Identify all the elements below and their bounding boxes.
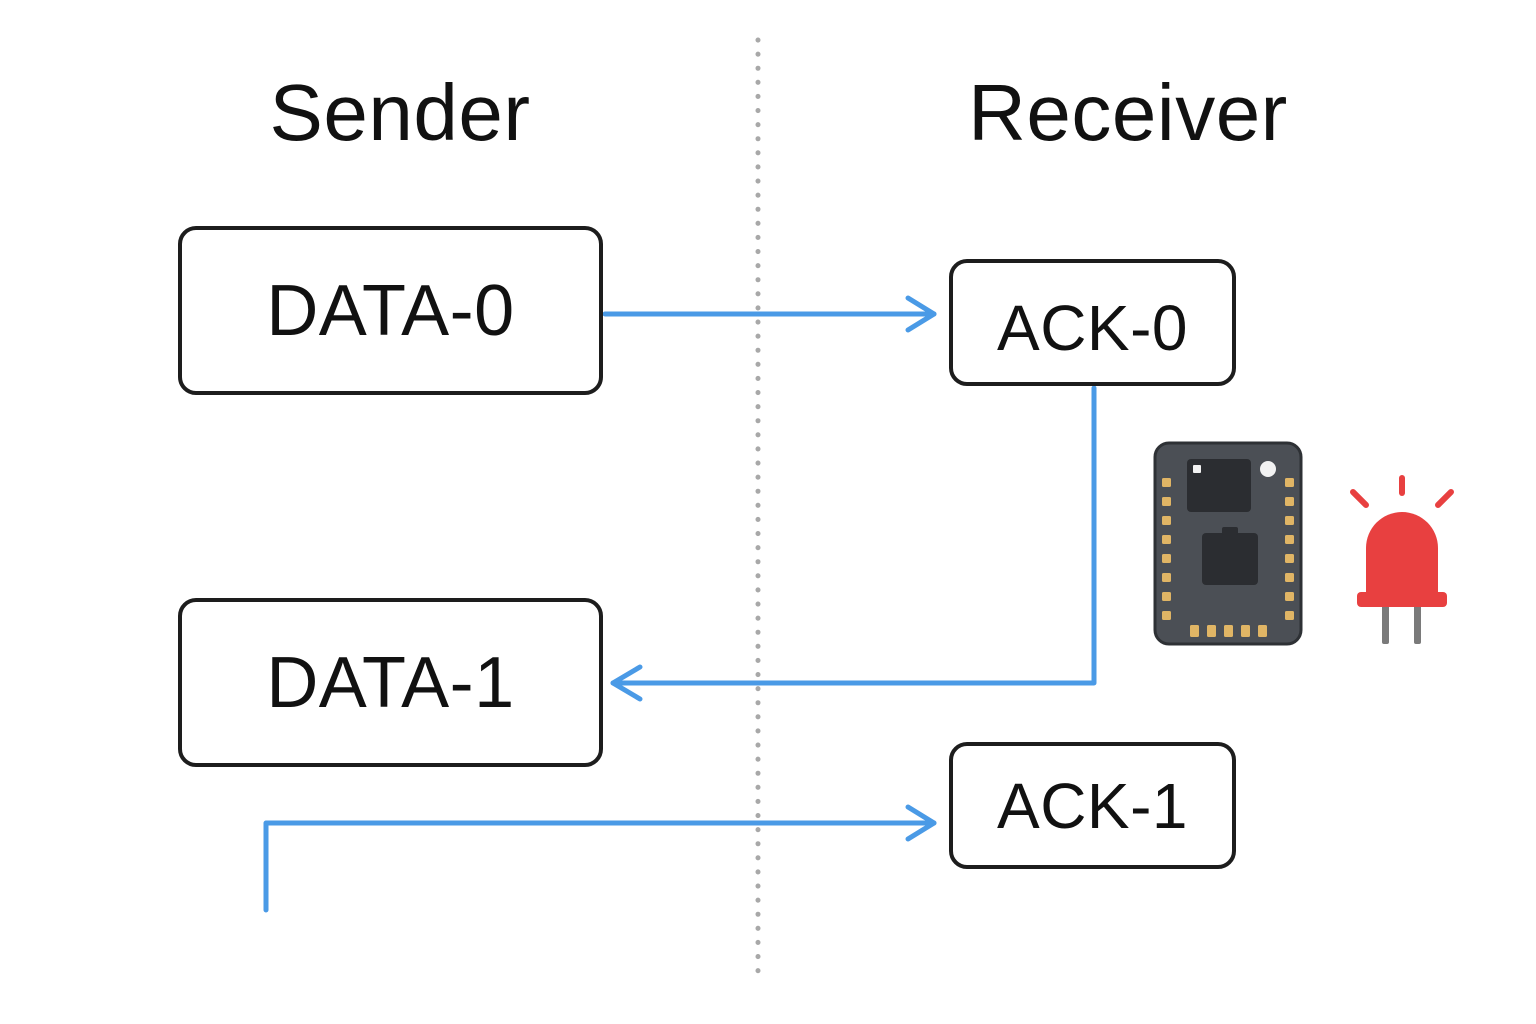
arrow-data0-to-ack0: [602, 295, 937, 333]
ack-0-box: ACK-0: [949, 259, 1236, 386]
arrow-sender-to-ack1: [263, 804, 937, 913]
arrow-ack0-to-data1: [610, 385, 1097, 702]
ack-1-box: ACK-1: [949, 742, 1236, 869]
data-1-box: DATA-1: [178, 598, 603, 767]
sender-title: Sender: [269, 68, 531, 157]
receiver-title: Receiver: [968, 68, 1288, 157]
data-0-box: DATA-0: [178, 226, 603, 395]
red-led-icon: [1350, 475, 1454, 644]
microcontroller-board-icon: [1153, 441, 1303, 646]
